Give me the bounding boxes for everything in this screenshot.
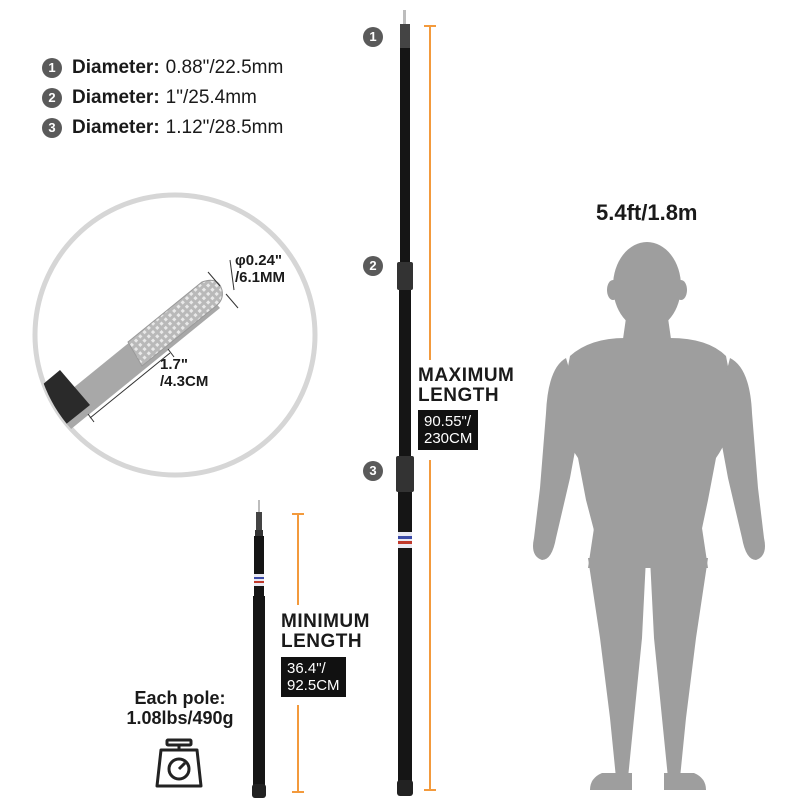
diameter-value: 1.12"/28.5mm <box>165 117 284 138</box>
min-length-value-box: 36.4"/ 92.5CM <box>281 657 346 697</box>
min-length-line2: LENGTH <box>281 631 363 652</box>
number-badge-3: 3 <box>42 118 62 138</box>
human-silhouette <box>533 242 765 790</box>
max-length-value-line2: 230CM <box>424 430 473 447</box>
diameter-label: Diameter: <box>72 57 160 78</box>
pole-label-sticker <box>254 574 264 586</box>
max-length-label: MAXIMUM LENGTH <box>418 366 514 406</box>
diameter-value: 0.88"/22.5mm <box>165 57 284 78</box>
tip-diameter-label: φ0.24" /6.1MM <box>235 252 285 286</box>
max-length-line1: MAXIMUM <box>418 365 515 386</box>
tip-length-line1: 1.7" <box>160 356 188 373</box>
pole-section-2 <box>399 290 411 460</box>
max-length-line2: LENGTH <box>418 385 500 406</box>
pole-foot <box>252 784 266 798</box>
pole-number-badge-3: 3 <box>363 461 383 481</box>
diameter-row-1: 1 Diameter: 0.88"/22.5mm <box>42 57 283 79</box>
pole-joint <box>396 456 414 492</box>
weight-label: Each pole: 1.08lbs/490g <box>110 688 250 728</box>
scale-icon <box>155 738 203 788</box>
extended-pole <box>396 10 414 796</box>
collapsed-pole <box>252 500 266 798</box>
weight-line2: 1.08lbs/490g <box>126 708 234 728</box>
pole-number-badge-2: 2 <box>363 256 383 276</box>
pole-joint <box>397 262 413 290</box>
weight-line1: Each pole: <box>134 688 226 708</box>
tip-length-line2: /4.3CM <box>160 373 209 390</box>
pole-label-sticker <box>398 532 412 548</box>
tip-length-label: 1.7" /4.3CM <box>160 356 208 390</box>
min-length-value-line1: 36.4"/ <box>287 660 326 677</box>
diameter-label: Diameter: <box>72 117 160 138</box>
pole-foot <box>397 780 413 796</box>
max-length-dimension-line <box>424 25 436 791</box>
pole-section <box>253 596 265 786</box>
pole-number-badge-1: 1 <box>363 27 383 47</box>
max-length-value-line1: 90.55"/ <box>424 413 472 430</box>
pole-section-1 <box>400 48 410 266</box>
human-height-label: 5.4ft/1.8m <box>596 200 698 225</box>
min-length-value-line2: 92.5CM <box>287 677 340 694</box>
tip-detail-circle <box>32 192 318 478</box>
diameter-row-2: 2 Diameter: 1"/25.4mm <box>42 87 257 109</box>
tip-diameter-line1: φ0.24" <box>235 252 283 269</box>
number-badge-1: 1 <box>42 58 62 78</box>
min-length-label: MINIMUM LENGTH <box>281 612 370 652</box>
knurled-tip <box>127 279 223 367</box>
pole-section-3 <box>398 492 412 782</box>
diameter-value: 1"/25.4mm <box>165 87 257 108</box>
min-length-line1: MINIMUM <box>281 611 370 632</box>
number-badge-2: 2 <box>42 88 62 108</box>
max-length-value-box: 90.55"/ 230CM <box>418 410 479 450</box>
diameter-row-3: 3 Diameter: 1.12"/28.5mm <box>42 117 283 139</box>
diameter-label: Diameter: <box>72 87 160 108</box>
tip-diameter-line2: /6.1MM <box>235 269 286 286</box>
min-length-dimension-line <box>292 513 304 793</box>
